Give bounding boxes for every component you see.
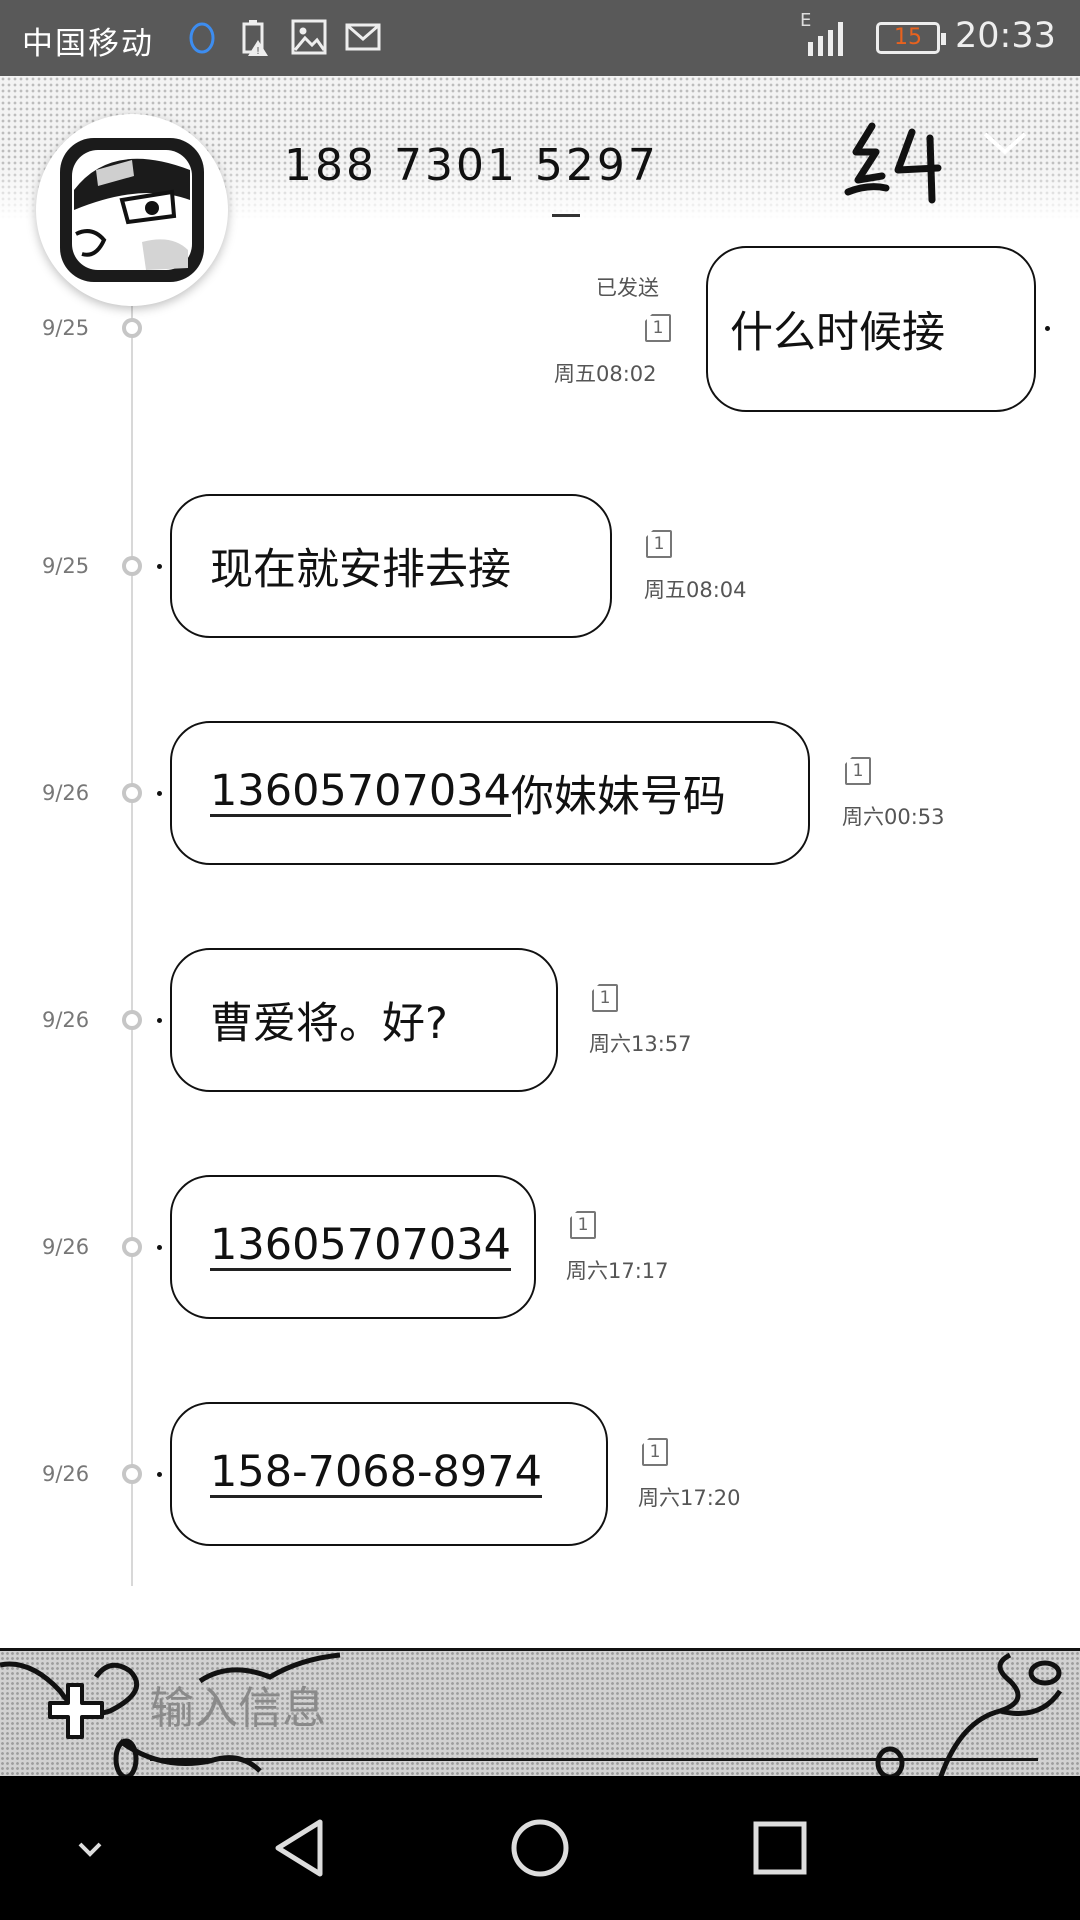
message-text: 曹爱将。好? (210, 999, 448, 1049)
message-date: 9/26 (42, 1235, 90, 1259)
message-time: 周六00:53 (842, 805, 945, 829)
message-time: 周六17:17 (566, 1259, 669, 1283)
bubble-dot (157, 564, 162, 569)
sim-icon: 1 (646, 530, 672, 558)
collapse-keyboard-icon[interactable] (58, 1816, 122, 1880)
sim-icon: 1 (570, 1211, 596, 1239)
back-icon[interactable] (268, 1816, 332, 1880)
input-underline (150, 1758, 1038, 1761)
timeline-node (122, 1237, 142, 1257)
timeline-node (122, 783, 142, 803)
timeline-line (131, 306, 133, 1586)
battery-level: 15 (894, 25, 922, 50)
timeline-node (122, 1010, 142, 1030)
image-icon (291, 19, 327, 55)
message-bubble[interactable]: 现在就安排去接 (170, 494, 612, 638)
sim-icon: 1 (645, 314, 671, 342)
bubble-dot (157, 791, 162, 796)
message-bubble[interactable]: 13605707034 (170, 1175, 536, 1319)
mail-icon (345, 23, 381, 51)
title-glyph (844, 122, 942, 204)
message-date: 9/26 (42, 1008, 90, 1032)
status-bar: 中国移动 ! E 15 20:33 (0, 0, 1080, 76)
message-time: 周五08:04 (644, 578, 747, 602)
message-date: 9/26 (42, 1462, 90, 1486)
bubble-dot (157, 1472, 162, 1477)
home-icon[interactable] (508, 1816, 572, 1880)
header-divider (552, 214, 580, 217)
battery-icon: 15 (876, 22, 946, 54)
bubble-dot (157, 1245, 162, 1250)
timeline-node (122, 556, 142, 576)
composer-bar (0, 1648, 1080, 1776)
message-bubble[interactable]: 曹爱将。好? (170, 948, 558, 1092)
message-time: 周五08:02 (554, 362, 657, 386)
add-icon[interactable] (46, 1681, 106, 1741)
sent-status: 已发送 (596, 276, 659, 300)
sim-icon: 1 (592, 984, 618, 1012)
clock: 20:33 (955, 16, 1056, 56)
phone-link[interactable]: 13605707034 (210, 1219, 511, 1272)
avatar-illustration (60, 138, 204, 282)
message-input[interactable] (150, 1669, 1040, 1747)
signal-icon (808, 22, 843, 56)
bubble-dot (1045, 326, 1050, 331)
message-text: 现在就安排去接 (210, 545, 511, 595)
bubble-dot (157, 1018, 162, 1023)
svg-text:!: ! (256, 46, 260, 56)
navigation-bar (0, 1776, 1080, 1920)
timeline-node (122, 1464, 142, 1484)
message-time: 周六13:57 (589, 1032, 692, 1056)
message-text: 什么时候接 (730, 308, 945, 358)
battery-alert-icon: ! (242, 20, 268, 56)
message-date: 9/25 (42, 316, 90, 340)
message-time: 周六17:20 (638, 1486, 741, 1510)
network-type: E (800, 10, 812, 31)
avatar[interactable] (36, 114, 228, 306)
phone-link[interactable]: 158-7068-8974 (210, 1446, 542, 1499)
message-bubble[interactable]: 158-7068-8974 (170, 1402, 608, 1546)
message-bubble[interactable]: 什么时候接 (706, 246, 1036, 412)
phone-link[interactable]: 13605707034 (210, 765, 511, 818)
message-text: 你妹妹号码 (510, 772, 726, 822)
carrier-name: 中国移动 (22, 26, 154, 62)
chevron-down-icon[interactable] (980, 128, 1030, 158)
recents-icon[interactable] (748, 1816, 812, 1880)
message-date: 9/26 (42, 781, 90, 805)
sim-icon: 1 (642, 1438, 668, 1466)
qq-icon (189, 22, 215, 54)
timeline-node (122, 318, 142, 338)
message-date: 9/25 (42, 554, 90, 578)
contact-number: 188 7301 5297 (284, 140, 659, 191)
sim-icon: 1 (845, 757, 871, 785)
